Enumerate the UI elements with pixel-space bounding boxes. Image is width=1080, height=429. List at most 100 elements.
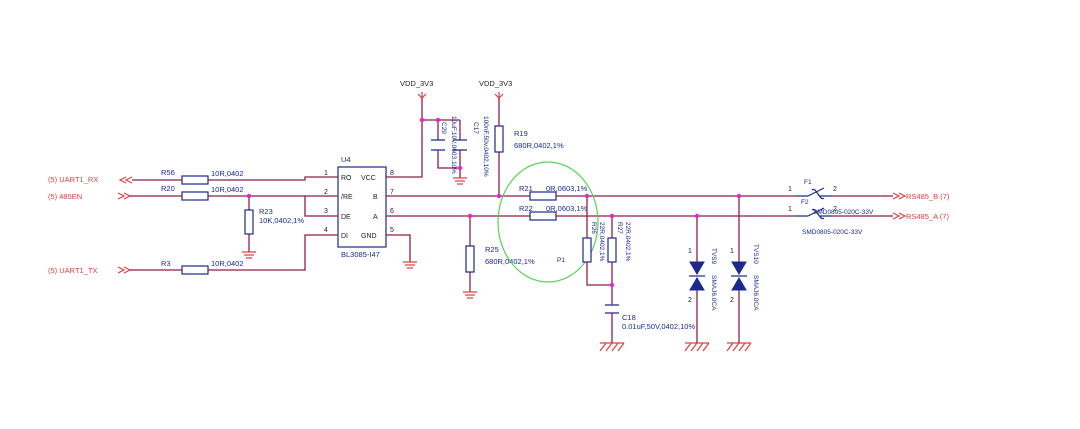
- resistor-r25: [465, 245, 475, 273]
- power-arrow-icon: [494, 92, 504, 99]
- ic-u4-pin7-name: B: [373, 194, 378, 201]
- resistor-r20: [181, 191, 209, 201]
- ic-u4-pin8-name: VCC: [361, 175, 376, 182]
- resistor-r3: [181, 265, 209, 275]
- p1-ref: P1: [557, 257, 565, 264]
- ic-u4-pin4-num: 4: [324, 227, 328, 234]
- port-uart1-tx-label: (5) UART1_TX: [48, 266, 97, 275]
- port-485en-label: (5) 485EN: [48, 192, 82, 201]
- ic-u4-pin2-name: /RE: [341, 194, 353, 201]
- resistor-r26: [582, 237, 592, 263]
- highlight-circle: [497, 161, 599, 283]
- port-uart1-rx-label: (5) UART1_RX: [48, 175, 98, 184]
- tvs10-ref: TVS10: [752, 244, 759, 264]
- resistor-r27: [607, 237, 617, 263]
- r23-value: 10K,0402,1%: [259, 216, 304, 225]
- r22-value: 0R,0603,1%: [546, 204, 588, 213]
- r22-ref: R22: [519, 204, 533, 213]
- f1-pin1: 1: [788, 186, 792, 193]
- fuse-f2: [796, 207, 832, 220]
- r26-ref: R26: [590, 222, 597, 234]
- ic-u4-pin2-num: 2: [324, 189, 328, 196]
- resistor-r22: [529, 211, 557, 221]
- tvs-diode-tvs9: [689, 261, 705, 291]
- r3-ref: R3: [161, 259, 171, 268]
- fuse-f1: [796, 187, 832, 200]
- c18-ref: C18: [622, 313, 636, 322]
- resistor-r56: [181, 175, 209, 185]
- port-rs485-b-label: RS485_B (7): [906, 192, 950, 201]
- power-arrow-icon: [417, 92, 427, 99]
- vdd-3v3-label-1: VDD_3V3: [400, 79, 433, 88]
- ground-icon: [242, 251, 256, 259]
- ic-u4-pin1-name: RO: [341, 175, 352, 182]
- ic-u4-pin7-num: 7: [390, 189, 394, 196]
- c17-ref: C17: [472, 122, 479, 134]
- chassis-ground-icon: [726, 338, 752, 352]
- capacitor-c18: [605, 304, 619, 314]
- junction-dots: [246, 117, 742, 288]
- ic-u4-pin4-name: DI: [341, 233, 348, 240]
- tvs9-value: SMAJ6.0CA: [710, 275, 717, 311]
- tvs10-pin1: 1: [730, 248, 734, 255]
- ground-icon: [463, 291, 477, 299]
- r27-ref: R27: [616, 222, 623, 234]
- c29-value: 10uF,10V,0603,10%: [450, 116, 457, 174]
- f2-value: SMD0805-020C-33V: [802, 229, 863, 236]
- r19-ref: R19: [514, 129, 528, 138]
- r27-value: 22R,0402,1%: [624, 222, 631, 262]
- tvs9-ref: TVS9: [710, 248, 717, 265]
- r21-ref: R21: [519, 184, 533, 193]
- tvs9-pin2: 2: [688, 297, 692, 304]
- port-rs485-a-arrow-icon: [892, 212, 907, 220]
- vdd-3v3-label-2: VDD_3V3: [479, 79, 512, 88]
- ic-u4-pin1-num: 1: [324, 170, 328, 177]
- ic-u4-pin8-num: 8: [390, 170, 394, 177]
- ic-u4-pin3-num: 3: [324, 208, 328, 215]
- tvs9-pin1: 1: [688, 248, 692, 255]
- ground-icon: [453, 177, 467, 185]
- r20-value: 10R,0402: [211, 185, 244, 194]
- r21-value: 0R,0603,1%: [546, 184, 588, 193]
- f1-ref: F1: [804, 179, 812, 186]
- r20-ref: R20: [161, 184, 175, 193]
- capacitor-c29: [431, 139, 445, 151]
- port-rs485-b-arrow-icon: [892, 192, 907, 200]
- capacitor-c17: [453, 139, 467, 151]
- ic-u4-pin6-num: 6: [390, 208, 394, 215]
- ic-u4-pin6-name: A: [373, 214, 378, 221]
- tvs10-value: SMAJ6.0CA: [752, 275, 759, 311]
- c29-ref: C29: [440, 122, 447, 134]
- chassis-ground-icon: [599, 338, 625, 352]
- resistor-r19: [494, 125, 504, 153]
- tvs-diode-tvs10: [731, 261, 747, 291]
- port-rs485-a-label: RS485_A (7): [906, 212, 949, 221]
- r26-value: 22R,0402,1%: [598, 222, 605, 262]
- r23-ref: R23: [259, 207, 273, 216]
- r56-ref: R56: [161, 168, 175, 177]
- port-uart1-rx-arrow-icon: [118, 176, 133, 184]
- f2-ref: F2: [801, 199, 809, 206]
- r25-ref: R25: [485, 245, 499, 254]
- r3-value: 10R,0402: [211, 259, 244, 268]
- resistor-r23: [244, 209, 254, 235]
- port-uart1-tx-arrow-icon: [117, 266, 132, 274]
- tvs10-pin2: 2: [730, 297, 734, 304]
- ic-u4-part: BL3085-I47: [341, 250, 380, 259]
- ground-icon: [403, 261, 417, 269]
- f1-value: SMD0805-020C-33V: [813, 209, 874, 216]
- r56-value: 10R,0402: [211, 169, 244, 178]
- c17-value: 100nF,50v,0402,10%: [482, 116, 489, 177]
- port-485en-arrow-icon: [117, 192, 132, 200]
- ic-u4-pin5-num: 5: [390, 227, 394, 234]
- ic-u4-body: [337, 166, 387, 248]
- chassis-ground-icon: [684, 338, 710, 352]
- ic-u4-ref: U4: [341, 155, 351, 164]
- f1-pin2: 2: [833, 186, 837, 193]
- ic-u4-pin3-name: DE: [341, 214, 351, 221]
- f2-pin2: 2: [833, 206, 837, 213]
- c18-value: 0.01uF,50V,0402,10%: [622, 322, 695, 331]
- r19-value: 680R,0402,1%: [514, 141, 564, 150]
- ic-u4-pin5-name: GND: [361, 233, 377, 240]
